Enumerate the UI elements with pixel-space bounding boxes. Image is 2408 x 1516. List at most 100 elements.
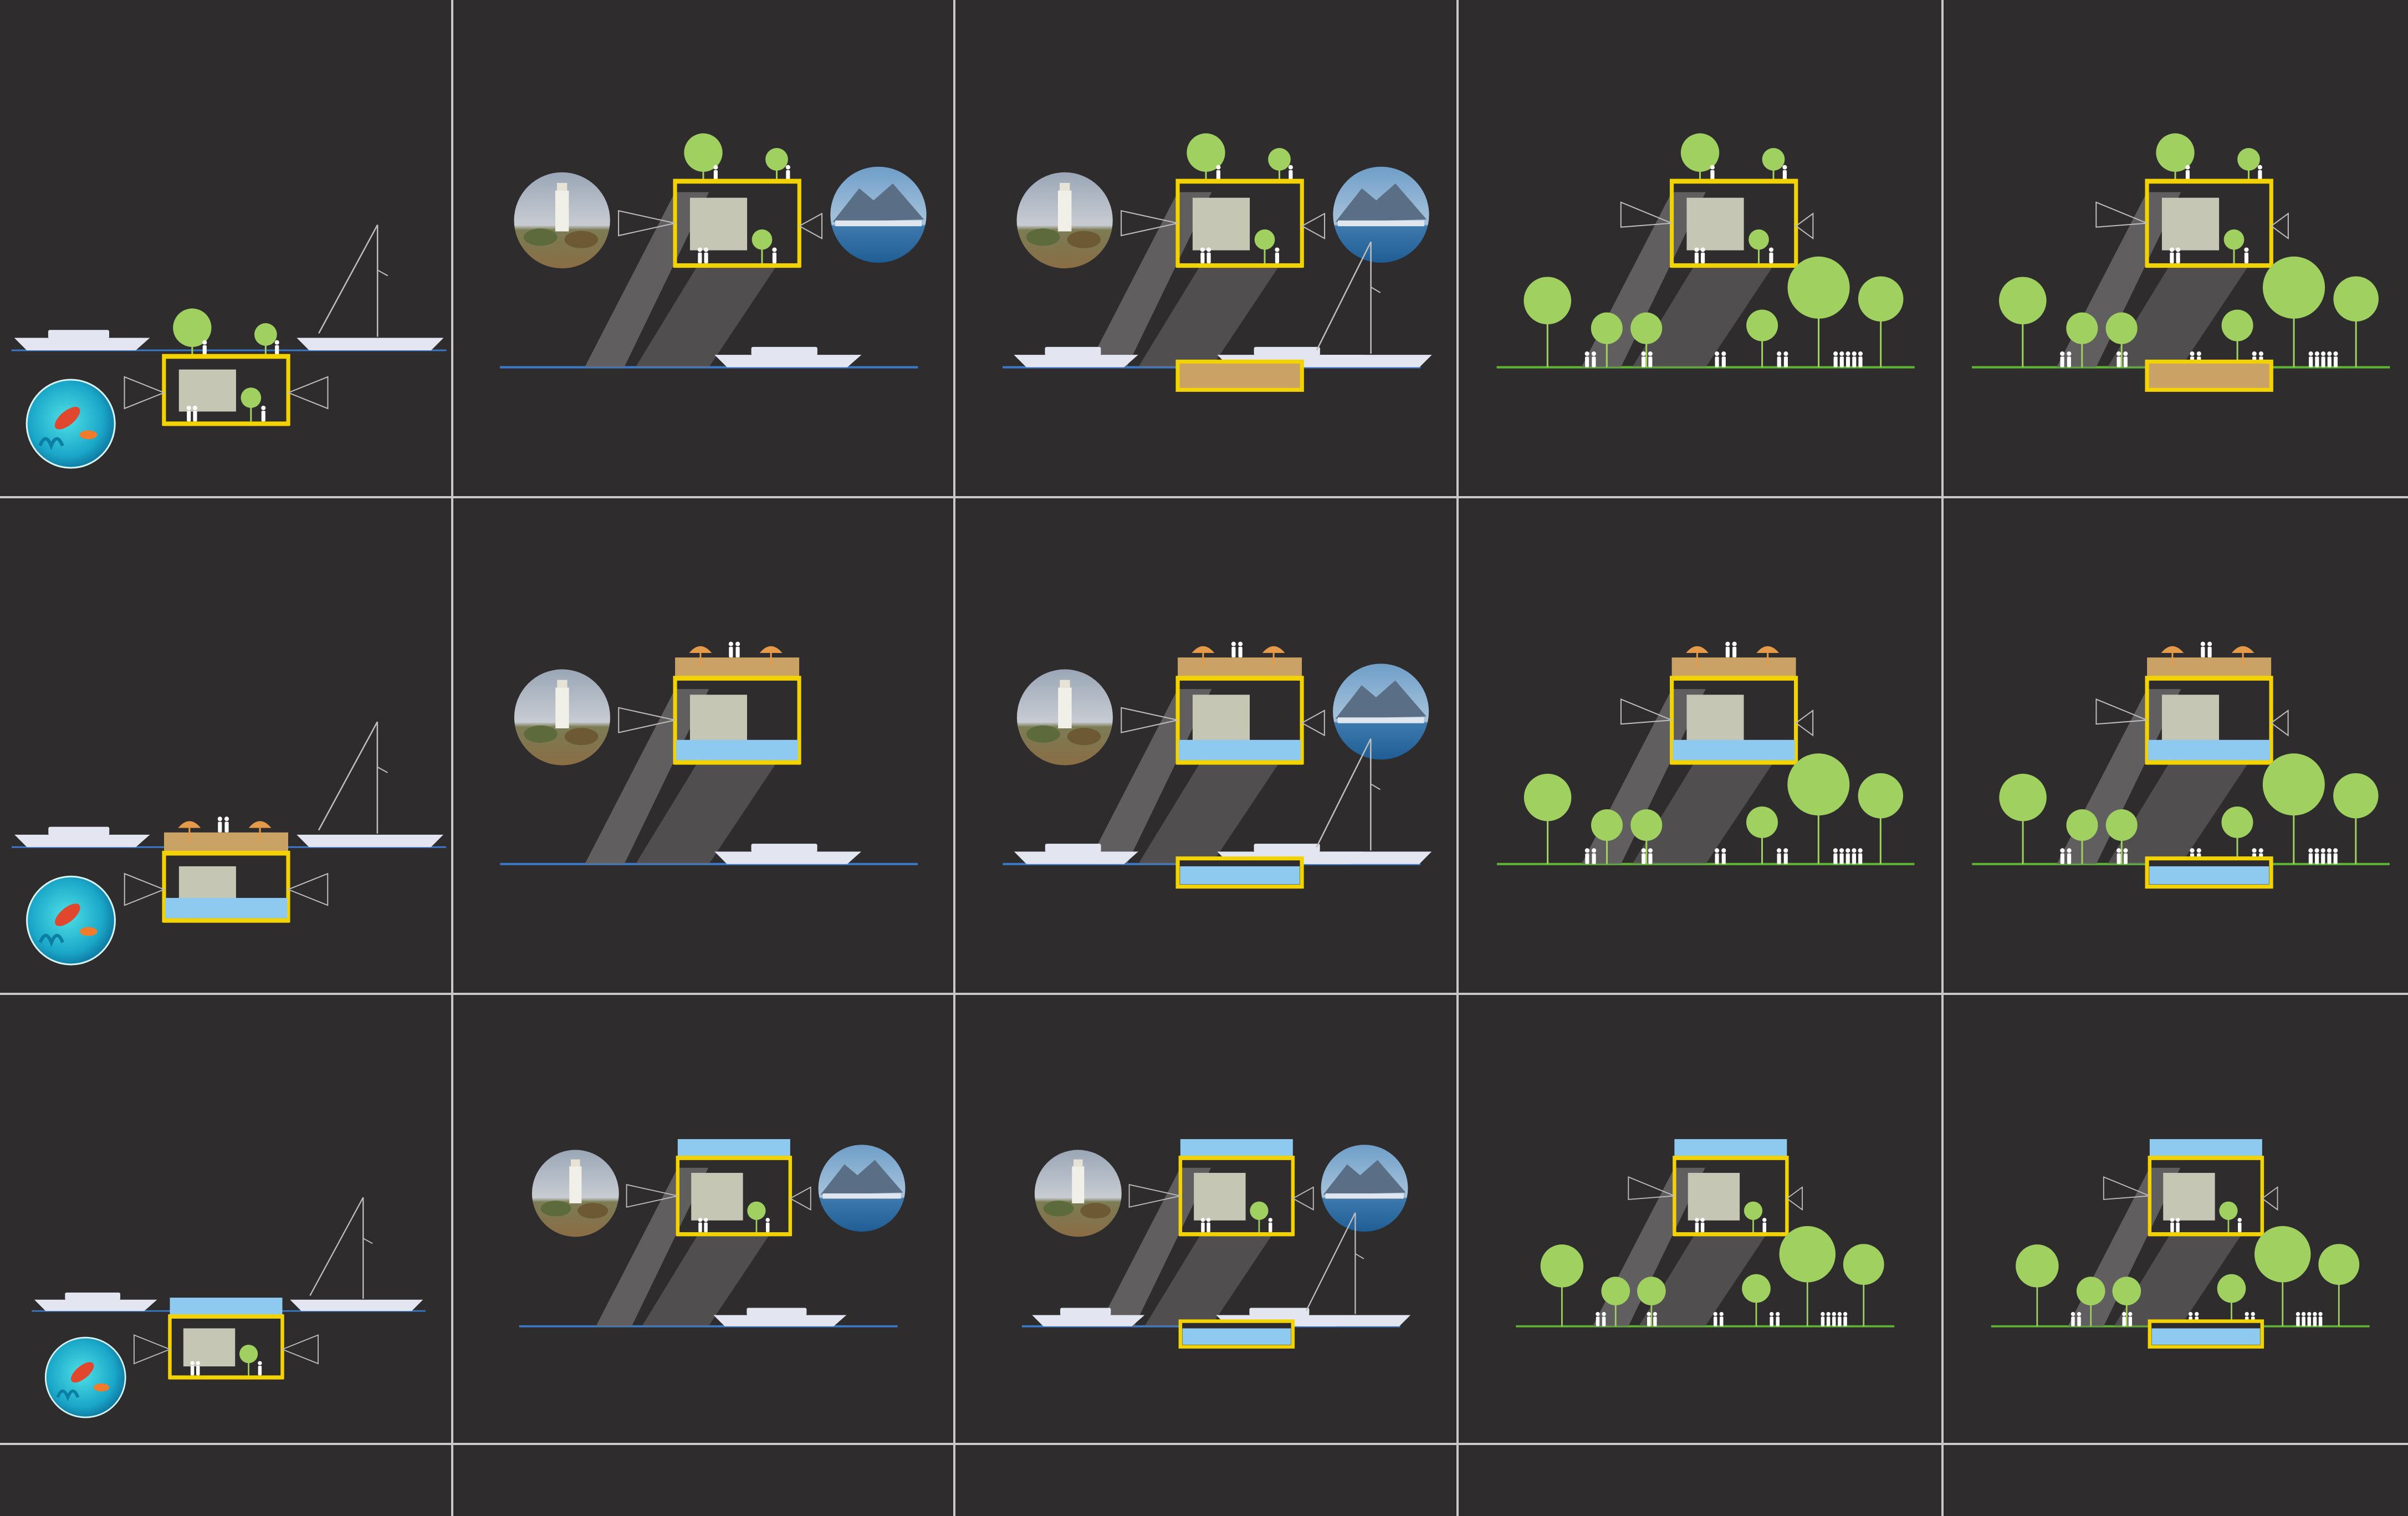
- person-icon: [2116, 351, 2121, 367]
- floor-slab: [674, 760, 800, 764]
- person-icon: [2123, 351, 2128, 367]
- tree-icon: [2263, 753, 2325, 864]
- view-cone: [2271, 213, 2288, 238]
- tree-icon: [1999, 774, 2047, 864]
- roof-pool: [1180, 1139, 1293, 1157]
- diagram-cell: [1458, 497, 1942, 994]
- grid-divider: [953, 0, 955, 1516]
- person-icon: [1725, 642, 1730, 658]
- view-cone: [2271, 711, 2288, 736]
- person-icon: [193, 406, 197, 422]
- building-section: [2146, 134, 2272, 268]
- person-icon: [2067, 351, 2071, 367]
- person-icon: [704, 1218, 708, 1232]
- person-icon: [224, 816, 229, 833]
- sail: [1306, 1213, 1356, 1314]
- sailboat-icon: [296, 835, 443, 847]
- floor-slab: [1670, 263, 1797, 268]
- person-icon: [2176, 1218, 2180, 1232]
- lighthouse-photo: [1035, 1150, 1122, 1237]
- tree-icon: [1787, 257, 1849, 367]
- sailboat-icon: [296, 338, 443, 350]
- diagram-panel: [1458, 0, 1942, 497]
- boat-cabin: [48, 827, 109, 835]
- building-section: [674, 134, 800, 268]
- person-icon: [1721, 351, 1726, 367]
- view-cone: [134, 1335, 170, 1364]
- pool-water: [1183, 1328, 1291, 1345]
- sailboat-icon: [1296, 355, 1432, 367]
- person-icon: [1858, 848, 1863, 864]
- building-section: [1670, 134, 1797, 268]
- tree-icon: [1742, 1274, 1771, 1326]
- diagram-panel: [452, 0, 954, 497]
- person-icon: [2321, 351, 2325, 367]
- floor-slab: [677, 1156, 791, 1160]
- mast-stay: [1371, 287, 1381, 293]
- person-icon: [1585, 351, 1589, 367]
- floor-slab: [2149, 1232, 2263, 1236]
- floor-slab: [1177, 676, 1303, 681]
- floor-slab: [2146, 676, 2272, 681]
- tree-icon: [1843, 1244, 1884, 1326]
- roof-terrace: [164, 833, 288, 853]
- person-icon: [1843, 1312, 1847, 1326]
- diagram-cell: [1942, 497, 2408, 994]
- building-section: [1177, 134, 1303, 268]
- person-icon: [1721, 848, 1726, 864]
- tree-icon: [1746, 807, 1778, 864]
- tree-icon: [1744, 1202, 1762, 1232]
- person-icon: [2244, 247, 2248, 263]
- person-icon: [2307, 1312, 2311, 1326]
- person-icon: [1783, 351, 1788, 367]
- person-icon: [1762, 1218, 1766, 1232]
- floor-slab: [169, 1375, 284, 1379]
- diagram-cell: [954, 994, 1458, 1444]
- room-pool: [676, 740, 798, 760]
- person-icon: [1777, 351, 1781, 367]
- person-icon: [1776, 1312, 1780, 1326]
- tree-icon: [1524, 774, 1572, 864]
- boat-cabin: [48, 330, 109, 338]
- building-section: [169, 1298, 284, 1380]
- roof-terrace: [675, 657, 799, 678]
- person-icon: [2321, 848, 2325, 864]
- person-icon: [1648, 848, 1653, 864]
- diagram-panel: [1942, 0, 2408, 497]
- diagram-panel: [1942, 994, 2408, 1444]
- diagram-cell: [1458, 994, 1942, 1444]
- mast-stay: [363, 1238, 372, 1243]
- grid-divider: [1456, 0, 1459, 1516]
- person-icon: [2296, 1312, 2300, 1326]
- diagram-panel: [1458, 994, 1942, 1444]
- tree-icon: [2333, 276, 2379, 367]
- person-icon: [2122, 1312, 2126, 1326]
- person-icon: [1838, 1312, 1842, 1326]
- building-section: [163, 816, 289, 922]
- room-window: [1688, 1173, 1740, 1221]
- person-icon: [2071, 1312, 2075, 1326]
- sunken-plaza: [2147, 361, 2271, 390]
- diagram-cell: [452, 994, 954, 1444]
- room-window: [1686, 695, 1744, 747]
- person-icon: [1647, 1312, 1651, 1326]
- person-icon: [2315, 351, 2319, 367]
- building-section: [677, 1139, 791, 1236]
- floor-slab: [1671, 760, 1797, 764]
- tree-icon: [1523, 277, 1571, 367]
- boat-icon: [1014, 851, 1138, 864]
- room-pool: [1673, 740, 1795, 760]
- tree-icon: [2254, 1226, 2310, 1326]
- person-icon: [1641, 351, 1645, 367]
- tree-icon: [239, 1345, 258, 1375]
- person-icon: [261, 406, 265, 422]
- sail: [319, 225, 377, 337]
- boat-icon: [713, 1315, 846, 1326]
- mountain-bay-photo: [1333, 663, 1429, 759]
- person-icon: [1648, 351, 1653, 367]
- lighthouse-photo: [1017, 670, 1113, 765]
- person-icon: [1695, 1218, 1699, 1232]
- tree-icon: [1999, 277, 2047, 367]
- building-section: [163, 309, 289, 426]
- floor-slab: [2149, 1156, 2263, 1160]
